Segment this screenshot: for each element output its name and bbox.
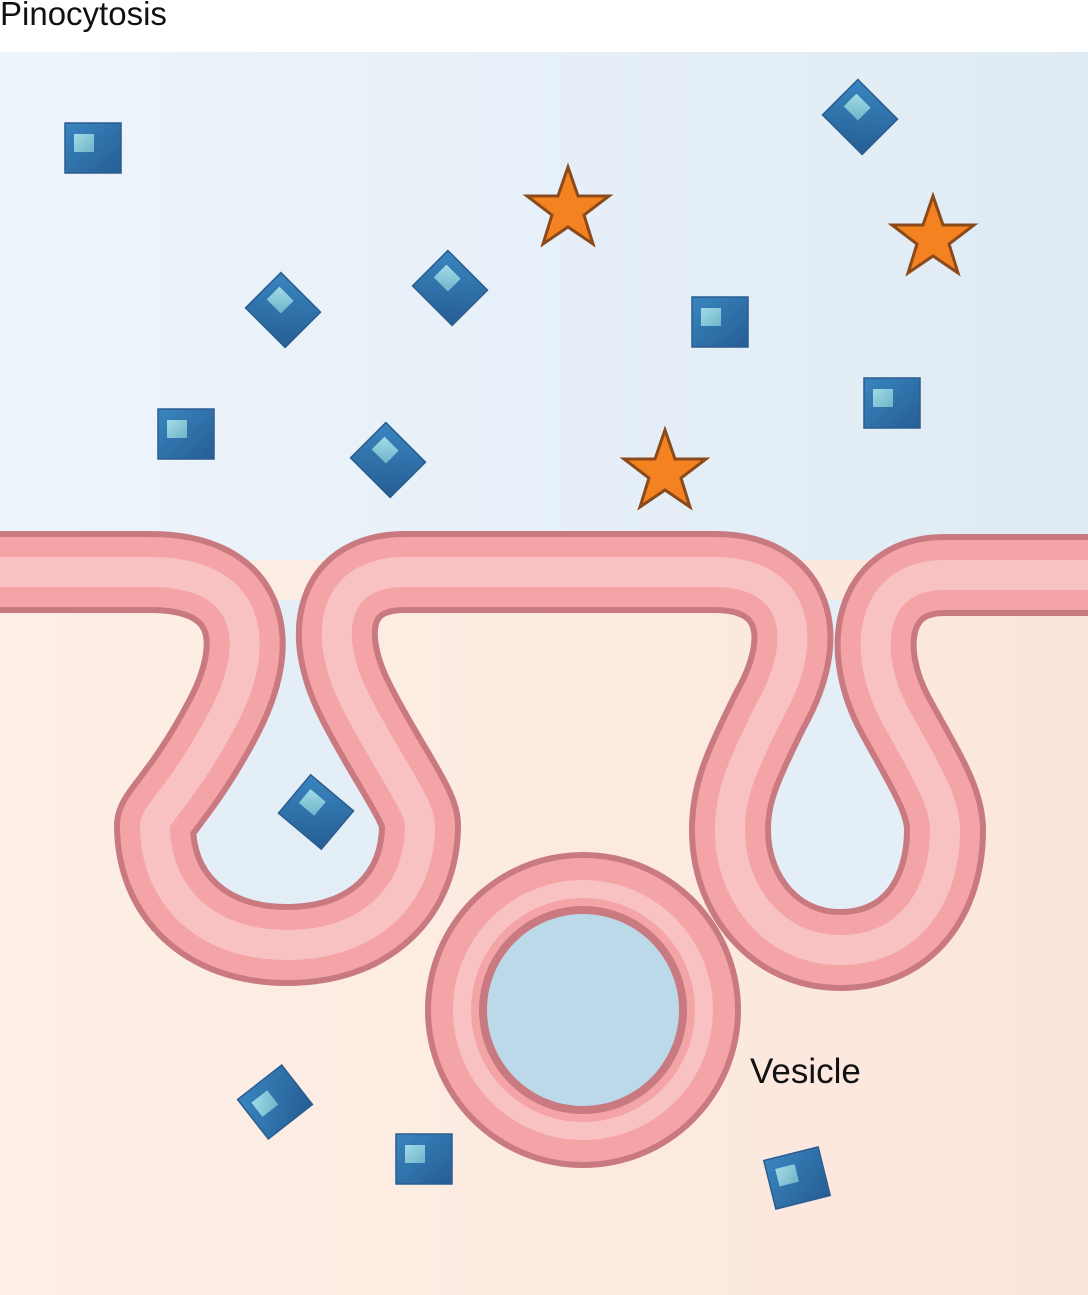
membrane-inner-layer [0,557,1088,965]
square-molecule-icon [157,408,215,460]
square-molecule-icon [863,377,921,429]
square-molecule-icon [64,122,122,174]
cell-membrane [0,531,1088,991]
extracellular-space [0,52,1088,592]
vesicle [425,852,741,1168]
square-molecule-icon [691,296,749,348]
diagram-title: Pinocytosis [0,0,167,32]
vesicle-label: Vesicle [750,1052,861,1091]
square-molecule-icon [395,1133,453,1185]
pinocytosis-diagram: Vesicle [0,52,1088,1295]
